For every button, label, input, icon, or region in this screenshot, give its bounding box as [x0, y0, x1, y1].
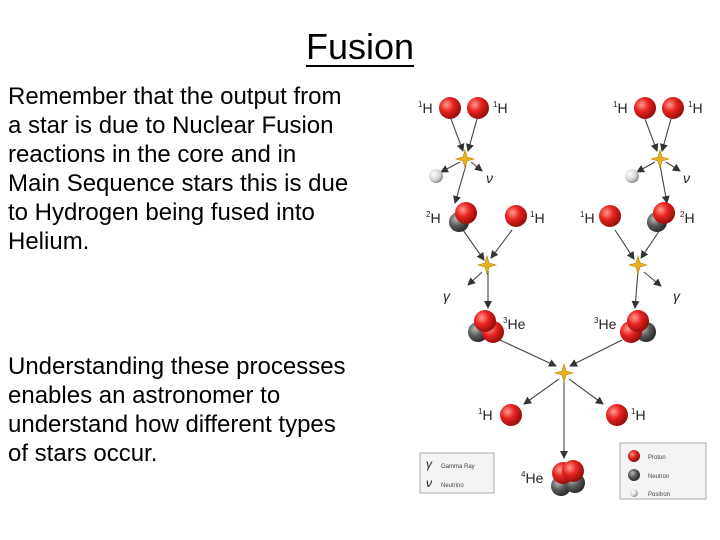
nucleus-labels: 1H 1H 1H 1H 2H 1H 1H 2H 3He 3He 1H 1H 4H…: [418, 100, 703, 486]
particles: [429, 97, 684, 496]
svg-text:1H: 1H: [631, 407, 646, 423]
svg-text:Positron: Positron: [648, 492, 670, 498]
proton: [606, 404, 628, 426]
proton: [662, 97, 684, 119]
svg-text:Neutrino: Neutrino: [441, 483, 464, 489]
svg-text:1H: 1H: [530, 210, 545, 226]
proton: [653, 202, 675, 224]
reaction-flash-icons: [454, 148, 671, 384]
proton: [634, 97, 656, 119]
body-paragraph-fusion: Remember that the output from a star is …: [8, 83, 349, 255]
positron: [625, 169, 639, 183]
proton: [455, 202, 477, 224]
svg-text:γ: γ: [443, 288, 451, 304]
svg-text:1H: 1H: [493, 100, 508, 116]
body-paragraph-astronomer: Understanding these processes enables an…: [8, 353, 346, 467]
legend-particles: Proton Neutron Positron: [619, 442, 707, 500]
svg-text:ν: ν: [486, 170, 493, 186]
proton: [467, 97, 489, 119]
proton: [562, 460, 584, 482]
proton-proton-chain-diagram: 1H 1H 1H 1H 2H 1H 1H 2H 3He 3He 1H 1H 4H…: [418, 97, 707, 500]
svg-text:3He: 3He: [594, 316, 617, 332]
reaction-arrows: [440, 118, 681, 459]
svg-text:Neutron: Neutron: [648, 474, 669, 480]
svg-text:1H: 1H: [580, 210, 595, 226]
svg-text:1H: 1H: [688, 100, 703, 116]
proton: [505, 205, 527, 227]
proton: [474, 310, 496, 332]
svg-text:Gamma Ray: Gamma Ray: [441, 464, 475, 470]
svg-text:Proton: Proton: [648, 455, 666, 461]
slide-title: Fusion: [306, 26, 415, 67]
emission-labels: ν ν γ γ: [443, 170, 690, 304]
legend-emissions: γ Gamma Ray ν Neutrino: [419, 452, 495, 494]
svg-text:1H: 1H: [418, 100, 433, 116]
svg-text:ν: ν: [426, 476, 432, 490]
svg-text:1H: 1H: [613, 100, 628, 116]
positron: [429, 169, 443, 183]
proton: [627, 310, 649, 332]
svg-text:2H: 2H: [426, 210, 441, 226]
svg-text:4He: 4He: [521, 470, 544, 486]
proton: [500, 404, 522, 426]
svg-text:γ: γ: [426, 457, 433, 471]
svg-text:ν: ν: [683, 170, 690, 186]
svg-text:3He: 3He: [503, 316, 526, 332]
svg-text:1H: 1H: [478, 407, 493, 423]
proton: [439, 97, 461, 119]
svg-text:γ: γ: [673, 288, 681, 304]
proton: [599, 205, 621, 227]
svg-text:2H: 2H: [680, 210, 695, 226]
